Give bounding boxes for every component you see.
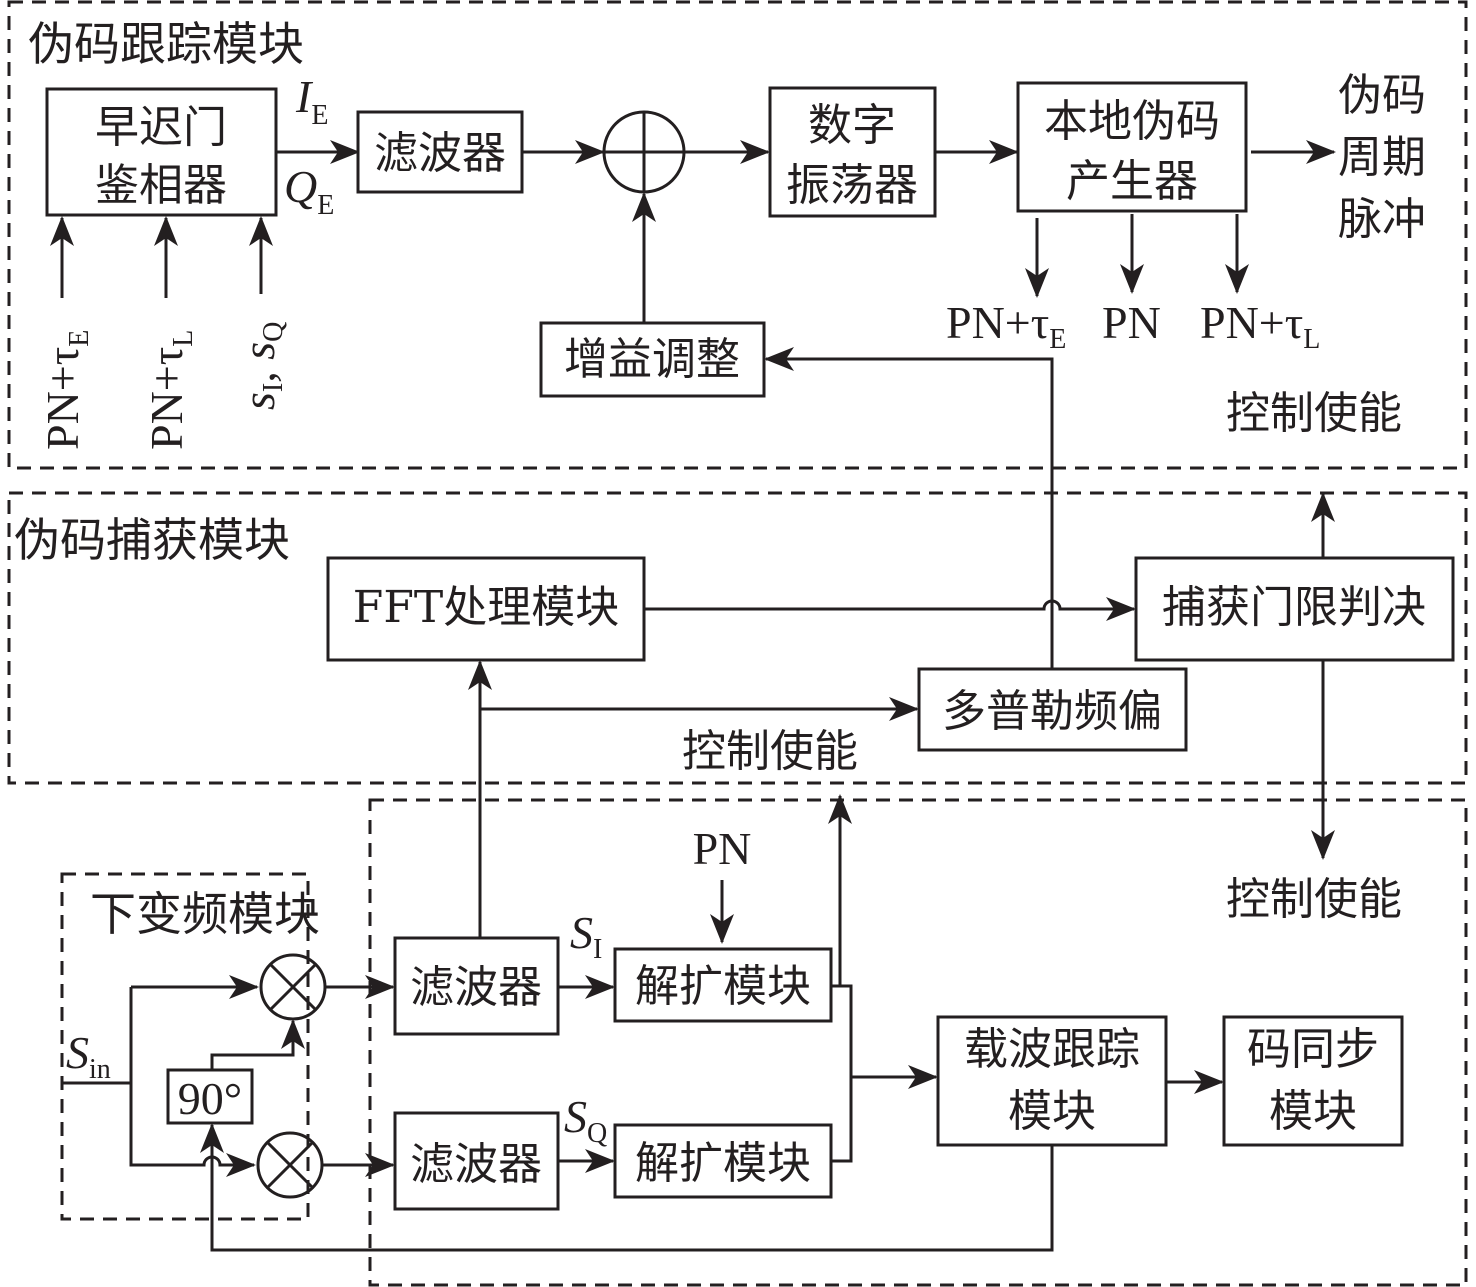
acquisition-module-frame [7, 491, 1468, 785]
gen-out-early-label: PN+τE [946, 297, 1066, 355]
nco-label-line1: 数字 [808, 100, 896, 151]
gen-out-prompt-label: PN [1102, 297, 1161, 348]
despread-q-label: 解扩模块 [635, 1138, 811, 1189]
phase-shift-label: 90° [178, 1073, 242, 1124]
qe-label: QE [284, 161, 334, 221]
gain-adjust-box[interactable]: 增益调整 [539, 321, 766, 398]
sq-label: SQ [564, 1091, 607, 1149]
acquisition-control-enable-label: 控制使能 [682, 726, 858, 777]
code-sync-box[interactable]: 码同步 模块 [1222, 1015, 1404, 1147]
tracking-filter[interactable]: 滤波器 [356, 110, 524, 194]
input-siq-label: sI, sQ [233, 322, 289, 410]
threshold-label: 捕获门限判决 [1162, 582, 1426, 633]
downconversion-module-frame [60, 872, 310, 1221]
pulse-label-line3: 脉冲 [1338, 194, 1426, 245]
mixer-q-icon [256, 1131, 324, 1199]
doppler-label: 多普勒频偏 [942, 686, 1162, 737]
filter-i-label: 滤波器 [410, 962, 542, 1013]
filter-q-label: 滤波器 [410, 1139, 542, 1190]
despread-i-label: 解扩模块 [635, 961, 811, 1012]
fft-label: FFT处理模块 [353, 582, 619, 633]
adder-icon [602, 110, 686, 194]
codesync-label-line1: 码同步 [1247, 1024, 1379, 1075]
gain-adjust-label: 增益调整 [564, 334, 740, 385]
carrier-tracking-box[interactable]: 载波跟踪 模块 [936, 1015, 1168, 1147]
generator-label-line2: 产生器 [1066, 156, 1198, 207]
sin-label: Sin [66, 1027, 111, 1085]
despread-module-frame [368, 798, 1468, 1287]
pulse-label-line1: 伪码 [1338, 70, 1426, 121]
discriminator-label-line2: 鉴相器 [95, 160, 227, 211]
phase-shift-90-box[interactable]: 90° [166, 1068, 254, 1125]
threshold-decision-box[interactable]: 捕获门限判决 [1134, 556, 1455, 662]
local-pn-generator[interactable]: 本地伪码 产生器 [1016, 81, 1248, 213]
tracking-module-frame [7, 0, 1468, 470]
gen-out-late-label: PN+τL [1200, 297, 1320, 355]
filter-q-box[interactable]: 滤波器 [393, 1111, 560, 1211]
doppler-to-gain-arrow [764, 347, 1054, 668]
ie-label: IE [295, 71, 328, 131]
discriminator-label-line1: 早迟门 [95, 102, 227, 153]
despread-i-box[interactable]: 解扩模块 [613, 947, 833, 1023]
downconversion-module-title: 下变频模块 [90, 887, 320, 941]
tracking-control-enable-label: 控制使能 [1226, 388, 1402, 439]
doppler-offset-box[interactable]: 多普勒频偏 [917, 667, 1188, 752]
nco-label-line2: 振荡器 [786, 160, 918, 211]
carrier-label-line2: 模块 [1008, 1086, 1096, 1137]
pn-input-label: PN [693, 823, 752, 874]
acquisition-module-title: 伪码捕获模块 [14, 513, 290, 567]
split-wire [129, 987, 172, 1167]
phase-to-mixer-i-arrow [210, 1019, 305, 1070]
filter-i-box[interactable]: 滤波器 [393, 936, 560, 1036]
despread-combine-wire [831, 984, 853, 1163]
tracking-filter-label: 滤波器 [374, 128, 506, 179]
despread-q-box[interactable]: 解扩模块 [613, 1123, 833, 1199]
codesync-label-line2: 模块 [1269, 1086, 1357, 1137]
carrier-feedback-arrow [200, 1123, 1054, 1252]
input-early-label: PN+τE [37, 330, 95, 450]
early-late-discriminator[interactable]: 早迟门 鉴相器 [45, 87, 278, 217]
pulse-label-line2: 周期 [1338, 132, 1426, 183]
mixer-i-icon [259, 953, 327, 1021]
carrier-label-line1: 载波跟踪 [964, 1024, 1140, 1075]
si-label: SI [570, 907, 602, 965]
input-late-label: PN+τL [141, 330, 199, 450]
tracking-module-title: 伪码跟踪模块 [28, 17, 304, 71]
despread-control-enable-label: 控制使能 [1226, 874, 1402, 925]
nco-box[interactable]: 数字 振荡器 [768, 86, 937, 218]
fft-to-threshold-arrow [644, 597, 1136, 621]
fft-processing-box[interactable]: FFT处理模块 [326, 556, 646, 662]
generator-label-line1: 本地伪码 [1044, 96, 1220, 147]
